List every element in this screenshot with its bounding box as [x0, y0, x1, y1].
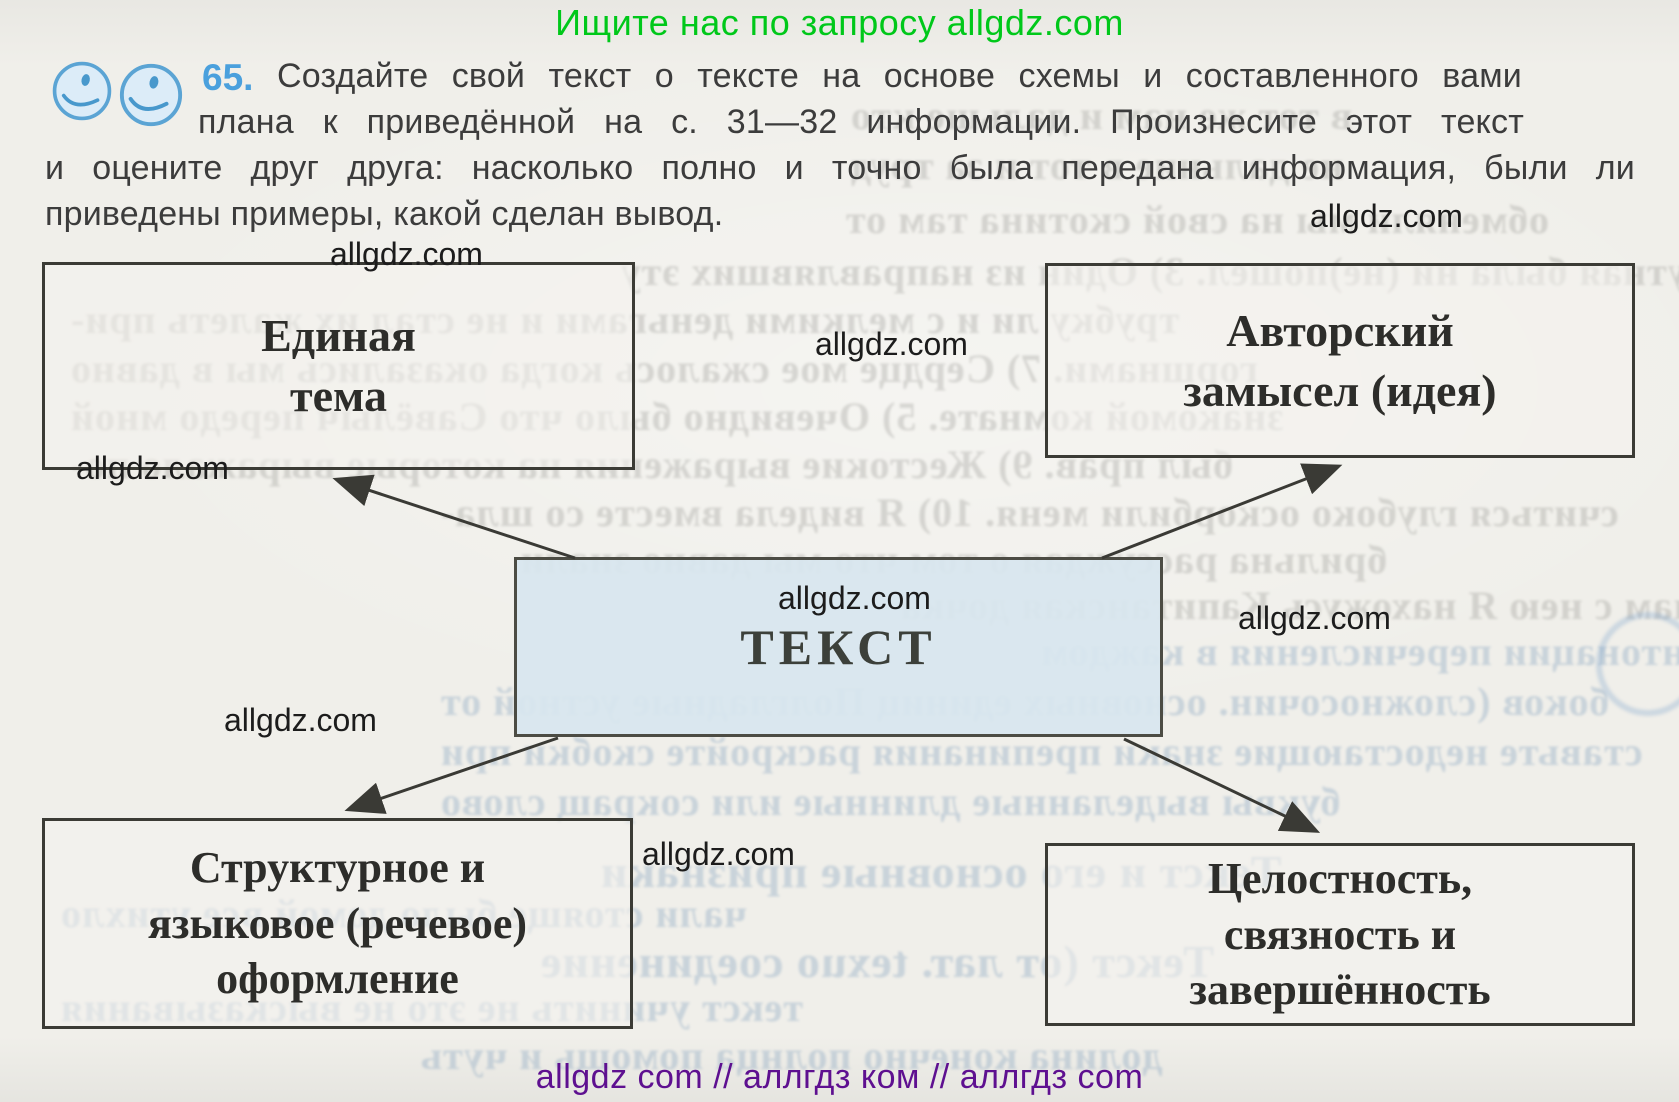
task-text-line: плана к приведённой на с. 31—32 информац…: [198, 103, 1524, 141]
ghost-stamp-circle: [1596, 612, 1679, 716]
diagram-box-integrity: Целостность, связность и завершённость: [1045, 843, 1635, 1026]
diagram-box-unified-theme: Единая тема: [42, 262, 635, 470]
smiley-face-icon: [119, 63, 183, 127]
box-label-line: тема: [289, 370, 388, 421]
watermark: allgdz.com: [815, 326, 968, 362]
watermark: allgdz.com: [1310, 198, 1463, 234]
box-label-line: языковое (речевое): [147, 898, 528, 948]
box-label-line: Авторский: [1226, 304, 1454, 356]
center-box-label: ТЕКСТ: [740, 618, 937, 675]
box-label-line: связность и: [1223, 909, 1457, 959]
smiley-face-icon: [52, 61, 112, 121]
box-label-line: Целостность,: [1207, 853, 1473, 903]
exercise-number: 65.: [202, 57, 254, 98]
box-label-line: Единая: [261, 310, 416, 362]
task-text-line: приведены примеры, какой сделан вывод.: [45, 195, 724, 233]
diagram-box-text-center: ТЕКСТ: [514, 557, 1163, 737]
box-label-line: Структурное и: [189, 842, 486, 892]
watermark: allgdz.com: [330, 236, 483, 272]
watermark: allgdz.com: [642, 836, 795, 872]
watermark: allgdz.com: [76, 450, 229, 486]
watermark: allgdz.com: [778, 580, 931, 616]
site-footer-banner: allgdz com // аллгдз ком // аллгдз com: [535, 1058, 1144, 1096]
box-label-line: оформление: [216, 954, 459, 1004]
site-search-banner: Ищите нас по запросу allgdz.com: [555, 2, 1124, 43]
watermark: allgdz.com: [224, 702, 377, 738]
task-text-line: и оцените друг друга: насколько полно и …: [45, 149, 1635, 187]
diagram-box-structure-language: Структурное и языковое (речевое) оформле…: [42, 818, 633, 1029]
task-text-line: Создайте свой текст о тексте на основе с…: [277, 57, 1522, 95]
box-label-line: замысел (идея): [1183, 364, 1497, 416]
diagram-box-author-idea: Авторский замысел (идея): [1045, 263, 1635, 458]
watermark: allgdz.com: [1238, 600, 1391, 636]
box-label-line: завершённость: [1189, 965, 1491, 1015]
